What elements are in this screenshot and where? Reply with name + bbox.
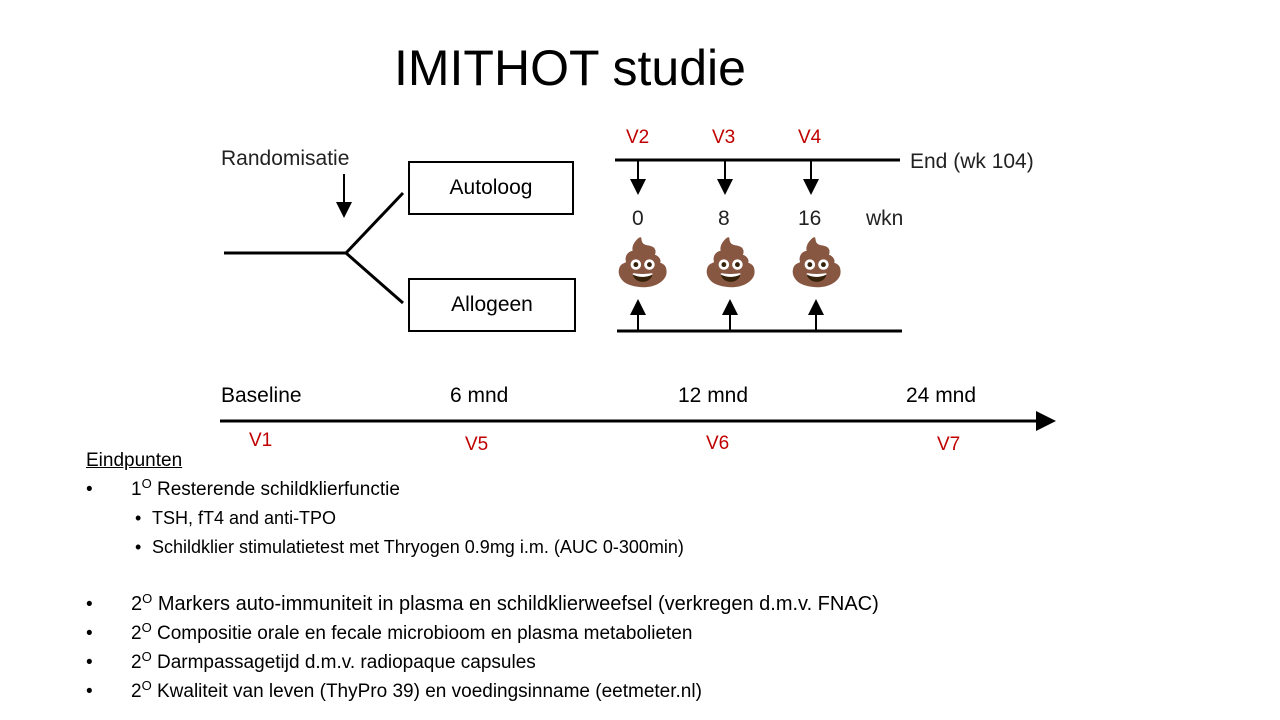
bullet: •: [86, 652, 93, 673]
primary-sub-endpoint-1: TSH, fT4 and anti-TPO: [152, 508, 337, 528]
visit-label-v3: V3: [712, 127, 736, 148]
endpoint-text: Kwaliteit van leven (ThyPro 39) en voedi…: [156, 681, 702, 702]
secondary-endpoint-4: 2O Kwaliteit van leven (ThyPro 39) en vo…: [131, 677, 702, 706]
page-title: IMITHOT studie: [394, 40, 746, 96]
secondary-endpoint-2: 2O Compositie orale en fecale microbioom…: [131, 619, 692, 648]
bullet: •: [86, 479, 93, 500]
visit-arrow-v2-head: [630, 179, 646, 195]
endpoint-order: 2: [131, 652, 142, 673]
visit-label-v4: V4: [798, 127, 822, 148]
primary-sub-endpoint-2: Schildklier stimulatietest met Thryogen …: [152, 537, 684, 557]
arm-label-allogeen: Allogeen: [451, 293, 533, 316]
bullet: •: [86, 623, 93, 644]
visit-arrow-v4-head: [803, 179, 819, 195]
split-line-allogeen: [345, 251, 404, 305]
timeline-label-6mnd: 6 mnd: [450, 384, 509, 407]
endpoint-text: Markers auto-immuniteit in plasma en sch…: [157, 593, 879, 615]
endpoint-order-suffix: O: [141, 649, 152, 664]
endpoint-order-suffix: O: [141, 678, 152, 693]
primary-endpoint: 1O Resterende schildklierfunctie: [131, 475, 400, 504]
visit-label-v5: V5: [465, 434, 489, 455]
bullet: •: [86, 681, 93, 702]
end-label: End (wk 104): [910, 150, 1034, 173]
randomisation-arrow-head: [336, 202, 352, 218]
sample-arrow-3-head: [808, 299, 824, 315]
endpoint-text: Compositie orale en fecale microbioom en…: [156, 623, 693, 644]
endpoint-order: 2: [131, 623, 142, 644]
split-line-autoloog: [344, 191, 405, 255]
sub-bullet: •: [135, 508, 142, 528]
arm-box-allogeen: Allogeen: [408, 278, 576, 332]
timeline-label-baseline: Baseline: [221, 384, 302, 407]
endpoint-order-suffix: O: [142, 591, 153, 606]
visit-label-v1: V1: [249, 430, 273, 451]
visit-label-v2: V2: [626, 127, 650, 148]
endpoint-order-suffix: O: [141, 476, 152, 491]
arm-box-autoloog: Autoloog: [408, 161, 574, 215]
weeks-unit-label: wkn: [866, 207, 904, 230]
secondary-endpoint-3: 2O Darmpassagetijd d.m.v. radiopaque cap…: [131, 648, 536, 677]
visit-arrow-v3-head: [717, 179, 733, 195]
endpoint-text: Resterende schildklierfunctie: [156, 479, 400, 500]
endpoints-heading: Eindpunten: [86, 450, 183, 471]
endpoint-order: 1: [131, 479, 142, 500]
randomisation-label: Randomisatie: [221, 147, 350, 170]
timeline-label-12mnd: 12 mnd: [678, 384, 749, 407]
secondary-endpoint-1: 2O Markers auto-immuniteit in plasma en …: [131, 590, 879, 619]
week-label-0: 0: [632, 207, 644, 230]
endpoint-order: 2: [131, 593, 143, 615]
bullet: •: [86, 594, 93, 615]
week-label-8: 8: [718, 207, 730, 230]
pile-of-poo-icon: 💩: [614, 235, 672, 289]
week-label-16: 16: [798, 207, 822, 230]
visit-label-v6: V6: [706, 433, 730, 454]
arm-label-autoloog: Autoloog: [449, 176, 533, 199]
endpoint-text: Darmpassagetijd d.m.v. radiopaque capsul…: [156, 652, 536, 673]
endpoint-order-suffix: O: [141, 620, 152, 635]
timeline-label-24mnd: 24 mnd: [906, 384, 977, 407]
sample-arrow-2-head: [722, 299, 738, 315]
pile-of-poo-icon: 💩: [702, 235, 760, 289]
endpoint-order: 2: [131, 681, 142, 702]
visit-label-v7: V7: [937, 434, 961, 455]
pile-of-poo-icon: 💩: [788, 235, 846, 289]
sample-arrow-1-head: [630, 299, 646, 315]
sub-bullet: •: [135, 537, 142, 557]
main-timeline-arrow-head: [1036, 411, 1056, 431]
